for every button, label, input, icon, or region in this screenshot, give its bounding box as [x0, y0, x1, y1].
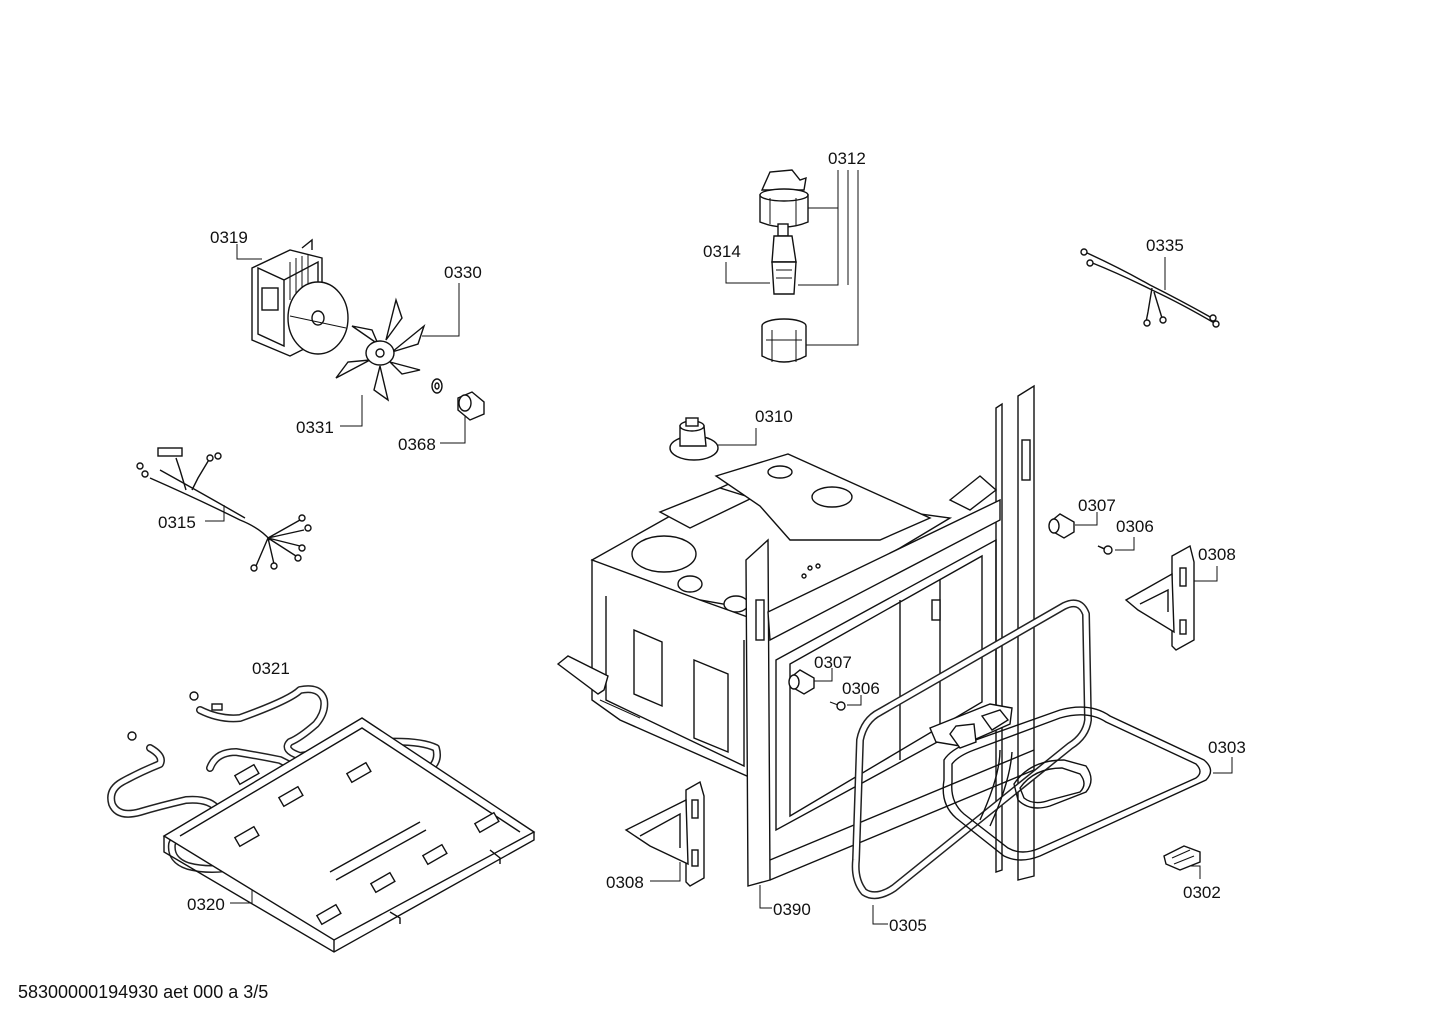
fan-blade-part — [335, 297, 426, 402]
small-parts-b — [788, 669, 846, 711]
label-0368: 0368 — [398, 435, 436, 454]
cover-part-0310 — [669, 417, 719, 461]
label-0308-left: 0308 — [606, 873, 644, 892]
washer-nut-part — [431, 378, 485, 421]
footer-document-id: 58300000194930 aet 000 a 3/5 — [18, 982, 269, 1002]
label-0303: 0303 — [1208, 738, 1246, 757]
cable-harness-0335 — [1080, 248, 1220, 328]
side-bracket-a — [1124, 544, 1195, 651]
label-0310: 0310 — [755, 407, 793, 426]
cable-harness-0315 — [136, 447, 312, 572]
lamp-bulb-part — [771, 223, 797, 295]
heater-tray-part — [162, 717, 536, 953]
clip-part-0302 — [1163, 845, 1201, 871]
label-0312: 0312 — [828, 149, 866, 168]
fan-motor-part — [251, 238, 349, 357]
label-0320: 0320 — [187, 895, 225, 914]
label-0319: 0319 — [210, 228, 248, 247]
heating-element-0305 — [851, 599, 1092, 900]
label-0307-lower: 0307 — [814, 653, 852, 672]
small-parts-a — [1048, 513, 1113, 555]
label-0307-upper: 0307 — [1078, 496, 1116, 515]
label-0331: 0331 — [296, 418, 334, 437]
leader-lines — [205, 170, 1233, 925]
side-bracket-b — [624, 780, 705, 887]
grill-element-0303 — [929, 703, 1212, 861]
label-0306-upper: 0306 — [1116, 517, 1154, 536]
label-0302: 0302 — [1183, 883, 1221, 902]
label-0305: 0305 — [889, 916, 927, 935]
oven-cavity-part — [556, 384, 1035, 887]
lamp-socket-part — [761, 318, 807, 363]
label-0335: 0335 — [1146, 236, 1184, 255]
label-0330: 0330 — [444, 263, 482, 282]
label-0314: 0314 — [703, 242, 741, 261]
label-0308-right: 0308 — [1198, 545, 1236, 564]
label-0390: 0390 — [773, 900, 811, 919]
label-0306-lower: 0306 — [842, 679, 880, 698]
label-0321: 0321 — [252, 659, 290, 678]
label-0315: 0315 — [158, 513, 196, 532]
lamp-cover-part — [759, 169, 809, 228]
